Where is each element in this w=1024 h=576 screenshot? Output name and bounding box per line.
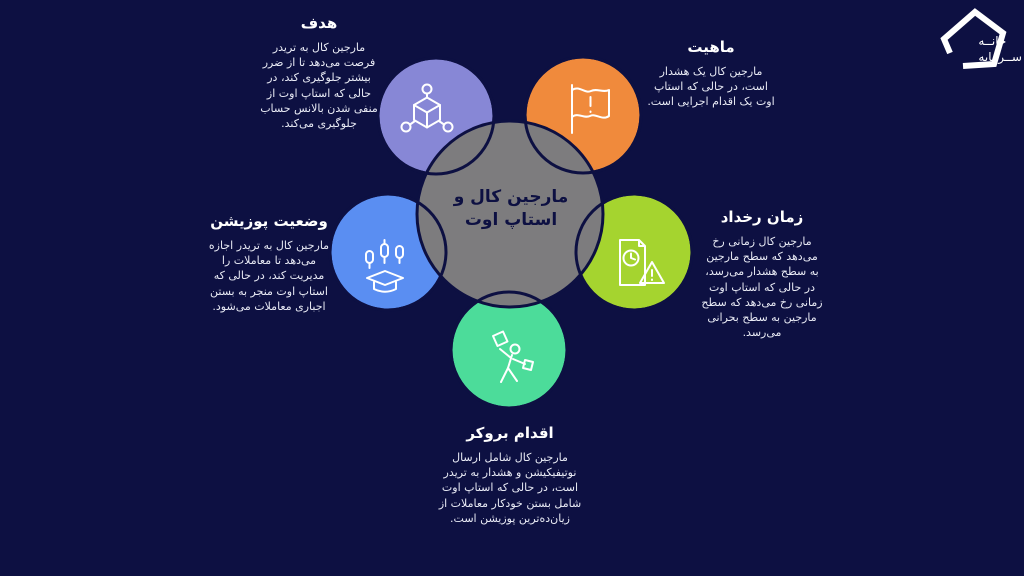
- center-title: مارجین کال و استاپ اوت: [421, 186, 601, 232]
- center-title-line2: استاپ اوت: [464, 209, 558, 230]
- section-broker-action-title: اقدام بروکر: [466, 424, 554, 442]
- alert-flag-icon: [571, 84, 610, 134]
- section-timing-title: زمان رخداد: [720, 208, 804, 226]
- section-timing: زمان رخداد مارجین کال زمانی رخ می‌دهد که…: [701, 208, 823, 340]
- network-cube-icon: [400, 83, 454, 133]
- section-broker-action-body: مارجین کال شامل ارسال نوتیفیکیشن و هشدار…: [438, 451, 582, 525]
- section-goal-title: هدف: [300, 14, 338, 32]
- person-waving-flag-icon: [492, 330, 534, 383]
- section-goal-body: مارجین کال به تریدر فرصت می‌دهد تا از ضر…: [260, 41, 378, 130]
- section-position-status-title: وضعیت پوزیشن: [210, 212, 328, 230]
- section-nature: ماهیت مارجین کال یک هشدار است، در حالی ک…: [647, 38, 775, 110]
- section-goal: هدف مارجین کال به تریدر فرصت می‌دهد تا ا…: [258, 14, 380, 131]
- document-clock-warning-icon: [619, 239, 665, 286]
- broker-action-circle-outline: [449, 290, 569, 410]
- brand-house-icon: [940, 8, 1007, 69]
- candlestick-graduation-icon: [365, 239, 404, 293]
- section-timing-body: مارجین کال زمانی رخ می‌دهد که سطح مارجین…: [701, 235, 823, 340]
- section-nature-title: ماهیت: [687, 38, 735, 56]
- goal-circle-outline: [376, 56, 496, 176]
- brand-name-line2: ســرمایه: [978, 49, 1022, 64]
- section-broker-action: اقدام بروکر مارجین کال شامل ارسال نوتیفی…: [433, 424, 587, 526]
- nature-circle-outline: [523, 55, 643, 175]
- brand-logo-text: خانــه ســرمایه: [978, 34, 1022, 65]
- section-position-status: وضعیت پوزیشن مارجین کال به تریدر اجازه م…: [204, 212, 334, 314]
- position-status-circle-outline: [328, 192, 448, 312]
- center-title-line1: مارجین کال و: [453, 187, 569, 207]
- section-nature-body: مارجین کال یک هشدار است، در حالی که استا…: [647, 65, 775, 109]
- timing-circle-outline: [574, 192, 694, 312]
- section-position-status-body: مارجین کال به تریدر اجازه می‌دهد تا معام…: [208, 239, 330, 313]
- brand-name-line1: خانــه: [978, 34, 1007, 48]
- brand-logo: خانــه ســرمایه: [978, 8, 1022, 65]
